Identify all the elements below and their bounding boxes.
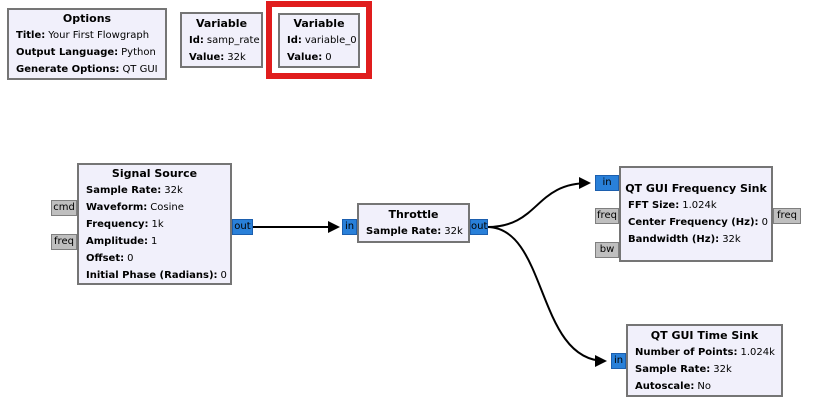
param-label: Id: xyxy=(189,34,204,46)
block-param: Amplitude:1 xyxy=(79,233,230,250)
param-label: Title: xyxy=(16,30,46,41)
param-label: FFT Size: xyxy=(628,200,680,211)
port-time-sink-in[interactable]: in xyxy=(611,353,626,369)
param-label: Bandwidth (Hz): xyxy=(628,234,720,245)
block-param: Id:samp_rate xyxy=(182,32,261,49)
wire-throttle-to-time-sink[interactable] xyxy=(486,226,607,367)
block-title: Options xyxy=(62,12,112,25)
block-title: Variable xyxy=(293,17,345,30)
param-label: Frequency: xyxy=(86,218,149,230)
param-value: samp_rate xyxy=(206,34,260,46)
param-value: 1.024k xyxy=(682,200,717,211)
block-variable-0[interactable]: Variable Id:variable_0 Value:0 xyxy=(278,13,360,68)
param-value: QT GUI xyxy=(122,64,158,75)
port-frequency-sink-freq-left[interactable]: freq xyxy=(595,208,619,224)
port-signal-source-cmd[interactable]: cmd xyxy=(51,200,77,216)
block-param: Title:Your First Flowgraph xyxy=(9,27,165,44)
param-value: 1 xyxy=(151,235,158,247)
block-param: Bandwidth (Hz):32k xyxy=(621,231,771,248)
param-value: 32k xyxy=(227,51,246,63)
block-param: Frequency:1k xyxy=(79,216,230,233)
block-signal-source[interactable]: Signal Source Sample Rate:32k Waveform:C… xyxy=(77,163,232,285)
block-param: FFT Size:1.024k xyxy=(621,197,771,214)
param-value: Your First Flowgraph xyxy=(48,30,150,41)
param-value: 32k xyxy=(164,184,183,196)
param-value: variable_0 xyxy=(304,35,357,46)
param-label: Generate Options: xyxy=(16,64,120,75)
param-value: 0 xyxy=(761,217,768,228)
block-param: Sample Rate:32k xyxy=(628,361,781,378)
block-param: Offset:0 xyxy=(79,250,230,267)
param-label: Offset: xyxy=(86,252,125,264)
block-title: Throttle xyxy=(388,208,439,221)
block-param: Id:variable_0 xyxy=(280,32,358,49)
block-param: Waveform:Cosine xyxy=(79,199,230,216)
block-qt-gui-frequency-sink[interactable]: QT GUI Frequency Sink FFT Size:1.024k Ce… xyxy=(619,166,773,262)
param-value: 0 xyxy=(127,252,134,264)
block-variable-samp-rate[interactable]: Variable Id:samp_rate Value:32k xyxy=(180,12,263,68)
highlight-box-variable-0 xyxy=(266,1,372,79)
param-value: Cosine xyxy=(150,201,184,213)
block-param: Center Frequency (Hz):0 xyxy=(621,214,771,231)
block-title: QT GUI Frequency Sink xyxy=(625,182,767,195)
port-frequency-sink-in[interactable]: in xyxy=(595,175,619,191)
param-value: 32k xyxy=(713,363,732,375)
param-value: 0 xyxy=(325,52,332,63)
wire-throttle-to-frequency-sink[interactable] xyxy=(486,177,591,228)
param-label: Autoscale: xyxy=(635,380,695,392)
block-title: Signal Source xyxy=(111,166,198,180)
param-label: Sample Rate: xyxy=(366,226,442,237)
param-label: Value: xyxy=(287,52,323,63)
block-param: Initial Phase (Radians):0 xyxy=(79,267,230,284)
param-label: Sample Rate: xyxy=(86,184,162,196)
param-label: Initial Phase (Radians): xyxy=(86,269,218,281)
port-signal-source-out[interactable]: out xyxy=(232,219,253,235)
block-title: QT GUI Time Sink xyxy=(650,328,759,342)
param-label: Value: xyxy=(189,51,225,63)
block-param: Value:0 xyxy=(280,49,358,66)
param-label: Waveform: xyxy=(86,201,148,213)
port-frequency-sink-freq-right[interactable]: freq xyxy=(773,208,801,224)
block-param: Sample Rate:32k xyxy=(359,223,468,240)
param-label: Number of Points: xyxy=(635,346,738,358)
param-label: Sample Rate: xyxy=(635,363,711,375)
param-value: Python xyxy=(121,47,156,58)
param-value: 1k xyxy=(151,218,164,230)
block-param: Generate Options:QT GUI xyxy=(9,61,165,78)
param-value: 32k xyxy=(444,226,463,237)
param-value: 1.024k xyxy=(740,346,775,358)
param-label: Output Language: xyxy=(16,47,119,58)
block-param: Autoscale:No xyxy=(628,378,781,395)
block-param: Number of Points:1.024k xyxy=(628,344,781,361)
param-label: Center Frequency (Hz): xyxy=(628,217,759,228)
param-value: 0 xyxy=(220,269,227,281)
block-options[interactable]: Options Title:Your First Flowgraph Outpu… xyxy=(7,8,167,80)
block-qt-gui-time-sink[interactable]: QT GUI Time Sink Number of Points:1.024k… xyxy=(626,324,783,397)
port-frequency-sink-bw[interactable]: bw xyxy=(595,242,619,258)
block-param: Value:32k xyxy=(182,49,261,66)
param-value: 32k xyxy=(722,234,741,245)
block-throttle[interactable]: Throttle Sample Rate:32k xyxy=(357,203,470,243)
param-label: Id: xyxy=(287,35,302,46)
param-label: Amplitude: xyxy=(86,235,149,247)
port-signal-source-freq[interactable]: freq xyxy=(51,234,77,250)
port-throttle-in[interactable]: in xyxy=(342,219,357,235)
block-title: Variable xyxy=(195,16,248,30)
param-value: No xyxy=(697,380,711,392)
block-param: Sample Rate:32k xyxy=(79,182,230,199)
port-throttle-out[interactable]: out xyxy=(470,219,488,235)
block-param: Output Language:Python xyxy=(9,44,165,61)
